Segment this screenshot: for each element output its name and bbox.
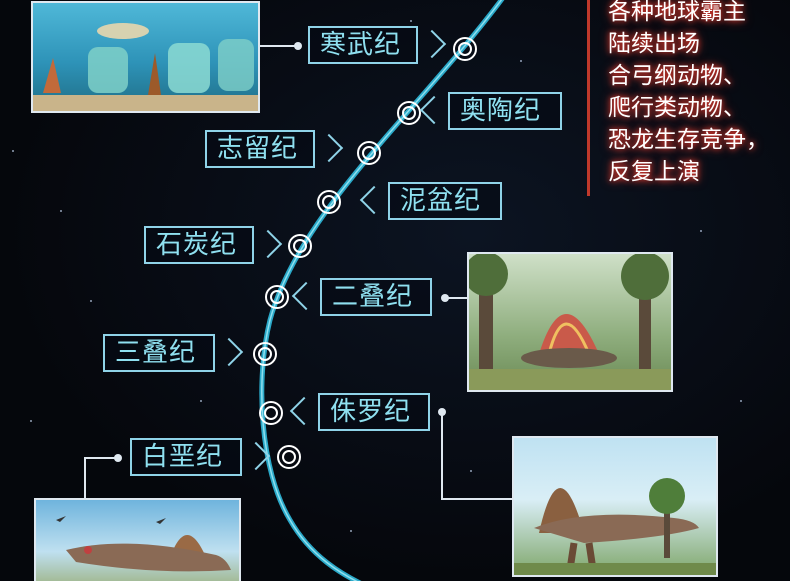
timeline-marker-carboniferous xyxy=(288,234,312,258)
cretaceous-spinosaurus-illustration xyxy=(34,498,241,581)
connector-dot-cretaceous xyxy=(114,454,122,462)
period-label-jurassic: 侏罗纪 xyxy=(318,393,430,431)
connector-jurassic-h xyxy=(441,498,513,500)
connector-dot-permian xyxy=(441,294,449,302)
connector-cambrian xyxy=(258,45,298,47)
connector-cretaceous-h xyxy=(84,457,118,459)
jurassic-spinosaurus-illustration xyxy=(512,436,718,577)
period-label-permian: 二叠纪 xyxy=(320,278,432,316)
caption-line: 反复上演 xyxy=(608,159,700,185)
caption-line: 各种地球霸主 xyxy=(608,0,746,25)
timeline-marker-permian xyxy=(265,285,289,309)
caption-line: 恐龙生存竞争， xyxy=(608,127,769,153)
period-label-triassic: 三叠纪 xyxy=(103,334,215,372)
period-label-devonian: 泥盆纪 xyxy=(388,182,502,220)
period-label-ordovician: 奥陶纪 xyxy=(448,92,562,130)
caption-line: 合弓纲动物、 xyxy=(608,63,746,89)
timeline-marker-jurassic xyxy=(259,401,283,425)
timeline-marker-triassic xyxy=(253,342,277,366)
timeline-marker-cretaceous xyxy=(277,445,301,469)
connector-cretaceous-v xyxy=(84,457,86,499)
period-label-cretaceous: 白垩纪 xyxy=(130,438,242,476)
caption-line: 陆续出场 xyxy=(608,31,700,57)
period-label-cambrian: 寒武纪 xyxy=(308,26,418,64)
timeline-marker-silurian xyxy=(357,141,381,165)
connector-permian xyxy=(445,297,467,299)
period-label-silurian: 志留纪 xyxy=(205,130,315,168)
timeline-marker-cambrian xyxy=(453,37,477,61)
connector-dot-cambrian xyxy=(294,42,302,50)
period-label-carboniferous: 石炭纪 xyxy=(144,226,254,264)
timeline-marker-ordovician xyxy=(397,101,421,125)
caption-line: 爬行类动物、 xyxy=(608,95,746,121)
timeline-marker-devonian xyxy=(317,190,341,214)
connector-jurassic-v xyxy=(441,412,443,500)
caption-text-block: 各种地球霸主 陆续出场 合弓纲动物、 爬行类动物、 恐龙生存竞争， 反复上演 xyxy=(587,0,790,196)
cambrian-sea-illustration xyxy=(31,1,260,113)
permian-dimetrodon-illustration xyxy=(467,252,673,392)
